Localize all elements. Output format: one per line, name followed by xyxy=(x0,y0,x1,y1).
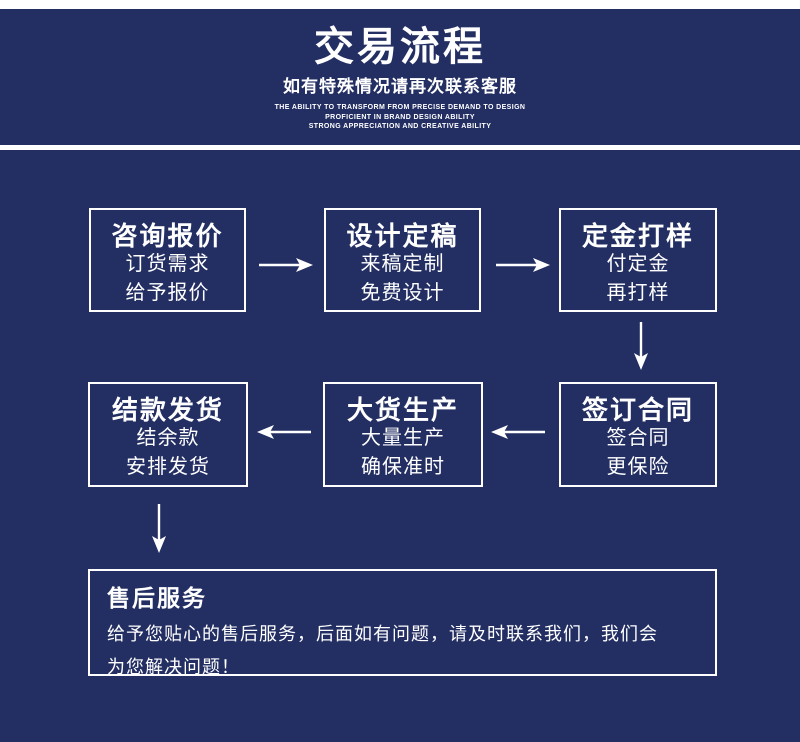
header-banner: 交易流程 如有特殊情况请再次联系客服 THE ABILITY TO TRANSF… xyxy=(0,9,800,145)
after-sales-title: 售后服务 xyxy=(107,585,207,611)
step-title: 定金打样 xyxy=(581,221,694,251)
arrow-down-icon xyxy=(634,322,648,370)
tagline-line: STRONG APPRECIATION AND CREATIVE ABILITY xyxy=(308,123,492,130)
step-title: 设计定稿 xyxy=(346,221,459,251)
tagline-line: PROFICIENT IN BRAND DESIGN ABILITY xyxy=(325,113,475,121)
step-detail: 付定金 xyxy=(606,253,670,275)
step-detail: 订货需求 xyxy=(125,253,210,275)
step-detail: 再打样 xyxy=(606,282,670,304)
step-title: 结款发货 xyxy=(111,395,224,425)
step-detail: 安排发货 xyxy=(126,456,210,478)
step-title: 大货生产 xyxy=(346,395,459,425)
step-box-design-final: 设计定稿 来稿定制 免费设计 xyxy=(324,208,481,312)
step-detail: 免费设计 xyxy=(360,282,445,304)
step-detail: 结余款 xyxy=(136,427,200,449)
step-box-inquiry-quote: 咨询报价 订货需求 给予报价 xyxy=(89,208,246,312)
step-title: 咨询报价 xyxy=(111,221,224,251)
header-tagline: THE ABILITY TO TRANSFORM FROM PRECISE DE… xyxy=(275,103,526,132)
arrow-left-icon xyxy=(257,425,311,439)
step-box-bulk-production: 大货生产 大量生产 确保准时 xyxy=(323,382,483,487)
step-box-deposit-sample: 定金打样 付定金 再打样 xyxy=(559,208,717,312)
step-box-payment-shipping: 结款发货 结余款 安排发货 xyxy=(88,382,248,487)
flow-diagram-background xyxy=(0,150,800,742)
header-subtitle: 如有特殊情况请再次联系客服 xyxy=(283,77,517,96)
step-detail: 给予报价 xyxy=(125,282,210,304)
step-detail: 签合同 xyxy=(606,427,670,449)
arrow-right-icon xyxy=(496,258,550,272)
after-sales-box: 售后服务 给予您贴心的售后服务，后面如有问题，请及时联系我们，我们会为您解决问题… xyxy=(88,569,717,677)
step-detail: 确保准时 xyxy=(361,456,445,478)
page-title: 交易流程 xyxy=(314,25,486,69)
arrow-right-icon xyxy=(259,258,313,272)
arrow-down-icon xyxy=(152,504,166,553)
after-sales-description: 给予您贴心的售后服务，后面如有问题，请及时联系我们，我们会为您解决问题！ xyxy=(107,624,658,677)
step-detail: 大量生产 xyxy=(361,427,445,449)
arrow-left-icon xyxy=(491,425,545,439)
step-box-sign-contract: 签订合同 签合同 更保险 xyxy=(559,382,717,487)
step-detail: 更保险 xyxy=(606,456,670,478)
step-detail: 来稿定制 xyxy=(360,253,445,275)
tagline-line: THE ABILITY TO TRANSFORM FROM PRECISE DE… xyxy=(274,104,526,111)
step-title: 签订合同 xyxy=(581,395,694,425)
